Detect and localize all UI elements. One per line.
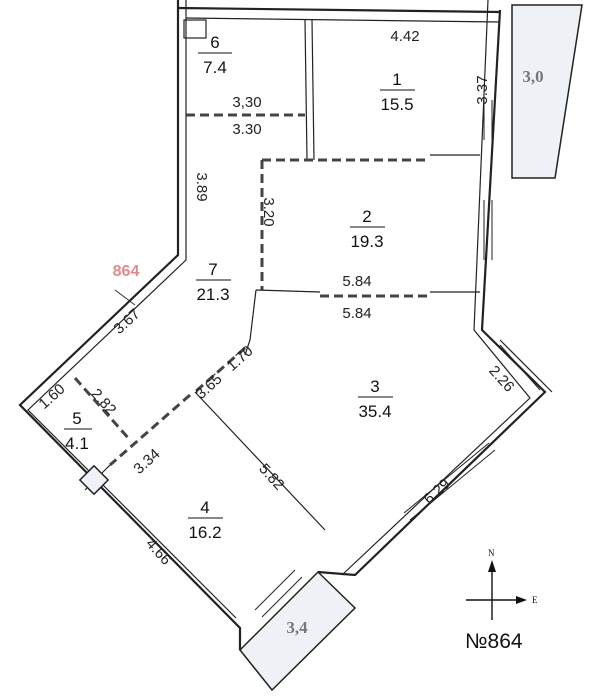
room-area: 19.3 xyxy=(350,232,383,251)
apartment-marker: 864 xyxy=(113,263,140,280)
room-6: 6 7.4 xyxy=(198,33,232,77)
room-3: 3 35.4 xyxy=(358,377,393,421)
dim-1-70: 1.70 xyxy=(223,343,256,375)
compass-east: E xyxy=(532,595,538,605)
dim-3-37: 3.37 xyxy=(474,75,491,104)
room-area: 35.4 xyxy=(358,402,391,421)
plan-label: №864 xyxy=(465,630,523,653)
room-number: 3 xyxy=(370,377,379,396)
room-4: 4 16.2 xyxy=(188,498,223,542)
dim-3-65: 3.65 xyxy=(192,371,225,403)
dim-4-42: 4.42 xyxy=(390,28,419,45)
room-area: 7.4 xyxy=(203,58,227,77)
room-area: 21.3 xyxy=(196,285,229,304)
dim-4-66: 4.66 xyxy=(142,535,174,568)
dim-3-67: 3.67 xyxy=(110,306,143,338)
dim-3-34: 3.34 xyxy=(130,446,163,478)
dim-3-30b: 3.30 xyxy=(232,121,261,138)
room-number: 5 xyxy=(72,409,81,428)
room-number: 2 xyxy=(362,207,371,226)
room-number: 6 xyxy=(210,33,219,52)
balcony-area-top-right: 3,0 xyxy=(522,67,543,86)
balcony-top-right xyxy=(511,4,583,179)
room-number: 1 xyxy=(392,70,401,89)
marker-leader xyxy=(114,289,136,306)
balcony-bottom xyxy=(238,570,357,692)
room-2: 2 19.3 xyxy=(350,207,385,251)
room-number: 7 xyxy=(208,260,217,279)
room-7: 7 21.3 xyxy=(196,260,231,304)
outer-walls xyxy=(18,0,553,650)
dim-3-30a: 3,30 xyxy=(232,94,261,111)
windows xyxy=(254,100,541,618)
balcony-area-bottom: 3,4 xyxy=(286,618,308,637)
dim-5-82: 5.82 xyxy=(255,460,287,493)
room-area: 16.2 xyxy=(188,523,221,542)
dim-6-29: 6.29 xyxy=(420,476,453,508)
room-number: 4 xyxy=(200,498,209,517)
dim-3-20: 3.20 xyxy=(260,197,277,226)
dim-2-82: 2.82 xyxy=(87,385,119,418)
dimension-labels: 4.42 3.37 3,30 3.30 3.89 3.20 5.84 5.84 … xyxy=(35,28,517,569)
dim-2-26: 2.26 xyxy=(485,362,517,395)
compass-north: N xyxy=(488,548,495,558)
dim-5-84a: 5.84 xyxy=(342,273,371,290)
interior-walls xyxy=(73,19,480,531)
room-area: 15.5 xyxy=(380,95,413,114)
room-1: 1 15.5 xyxy=(380,70,415,114)
dim-5-84b: 5.84 xyxy=(342,305,371,322)
compass-icon: N E xyxy=(466,548,538,620)
room-area: 4.1 xyxy=(65,434,89,453)
room-5: 5 4.1 xyxy=(64,409,92,453)
dim-3-89: 3.89 xyxy=(193,172,210,201)
